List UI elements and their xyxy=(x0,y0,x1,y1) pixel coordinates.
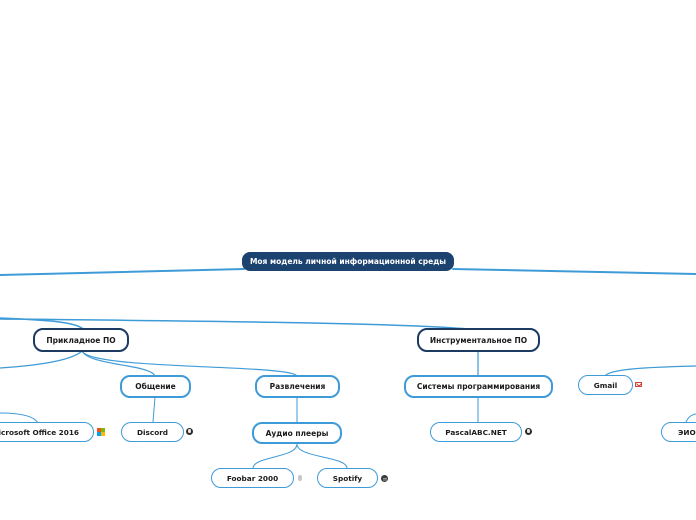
node-label: Discord xyxy=(136,427,169,437)
node-audio-players[interactable]: Аудио плееры xyxy=(252,422,342,444)
node-gmail[interactable]: Gmail xyxy=(578,375,633,395)
node-spotify[interactable]: Spotify xyxy=(317,468,378,488)
connector-right-eios xyxy=(685,413,696,423)
microsoft-office-icon xyxy=(97,428,105,436)
node-pascalabc[interactable]: PascalABC.NET xyxy=(430,422,522,442)
node-eios[interactable]: ЭИОС xyxy=(661,422,696,442)
root-label: Моя модель личной информационной среды xyxy=(249,257,447,266)
microphone-icon xyxy=(298,475,302,481)
node-label: Развлечения xyxy=(269,382,326,391)
connector-root-right xyxy=(452,268,696,275)
node-label: ЭИОС xyxy=(678,427,696,437)
node-label: Инструментальное ПО xyxy=(429,335,528,345)
node-label: Аудио плееры xyxy=(265,428,329,438)
spotify-icon xyxy=(381,475,388,482)
node-label: Общение xyxy=(135,382,176,391)
node-programming-systems[interactable]: Системы программирования xyxy=(404,375,553,398)
node-label: PascalABC.NET xyxy=(445,427,507,437)
connector-right-gmail xyxy=(604,365,696,377)
node-label: Foobar 2000 xyxy=(226,473,279,483)
node-foobar[interactable]: Foobar 2000 xyxy=(211,468,294,488)
connector-root-left xyxy=(0,268,245,276)
node-entertainment[interactable]: Развлечения xyxy=(255,375,340,398)
connector-communication-discord xyxy=(152,396,156,423)
gmail-icon xyxy=(635,382,642,387)
connector-applied-communication xyxy=(81,350,156,377)
connector-applied-left xyxy=(0,350,83,369)
connector-applied-entertainment xyxy=(81,350,298,377)
node-label: Системы программирования xyxy=(416,382,541,391)
root-node[interactable]: Моя модель личной информационной среды xyxy=(242,252,454,271)
connector-audio-foobar xyxy=(252,443,298,469)
node-instrumental-software[interactable]: Инструментальное ПО xyxy=(417,328,540,352)
node-label: Gmail xyxy=(593,380,618,390)
node-label: Прикладное ПО xyxy=(46,335,116,345)
globe-icon xyxy=(525,428,532,435)
node-discord[interactable]: Discord xyxy=(121,422,184,442)
connector-office xyxy=(0,412,39,424)
node-label: Spotify xyxy=(332,473,363,483)
globe-icon xyxy=(186,428,193,435)
node-communication[interactable]: Общение xyxy=(120,375,191,398)
node-label: Microsoft Office 2016 xyxy=(0,427,79,437)
node-microsoft-office[interactable]: Microsoft Office 2016 xyxy=(0,422,94,442)
connector-audio-spotify xyxy=(296,443,348,469)
connector-to-instrumental xyxy=(0,318,479,331)
node-applied-software[interactable]: Прикладное ПО xyxy=(33,328,129,352)
